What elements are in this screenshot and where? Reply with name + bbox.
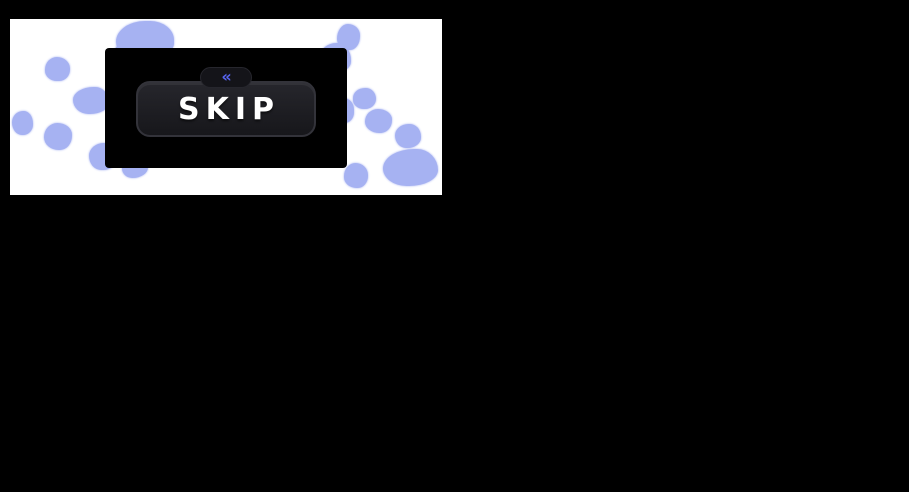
collapse-pill-button[interactable]: « <box>200 67 252 88</box>
double-chevron-left-icon: « <box>221 66 231 86</box>
skip-overlay: « SKIP <box>105 48 347 168</box>
paint-blob <box>395 124 421 148</box>
drawing-canvas[interactable]: « SKIP <box>10 19 442 195</box>
paint-blob <box>44 123 72 150</box>
paint-blob <box>344 163 368 188</box>
skip-button[interactable]: SKIP <box>136 81 316 137</box>
paint-blob <box>365 109 392 133</box>
paint-blob <box>73 87 109 114</box>
paint-blob <box>45 57 70 81</box>
paint-blob <box>12 111 33 135</box>
paint-blob <box>383 149 438 186</box>
paint-blob <box>353 88 376 109</box>
